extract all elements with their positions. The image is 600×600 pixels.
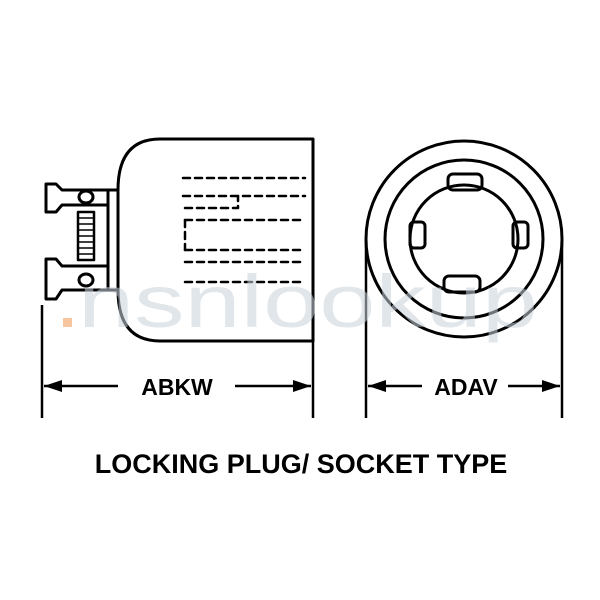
dimension-label-abkw: ABKW xyxy=(141,374,213,400)
socket-slot-left xyxy=(408,220,427,250)
plug-blade-bottom xyxy=(44,257,110,301)
post-threads xyxy=(77,217,95,255)
terminal-screw-bottom xyxy=(77,272,95,288)
socket-inner-ring xyxy=(383,158,545,320)
dimension-right xyxy=(364,239,564,418)
hidden-internal-lines xyxy=(181,176,307,284)
diagram-caption: LOCKING PLUG/ SOCKET TYPE xyxy=(95,449,508,479)
plug-blade-top xyxy=(44,182,110,214)
socket-slot-bottom xyxy=(442,274,482,294)
plug-side-view xyxy=(44,137,315,343)
watermark: nsnlookup xyxy=(63,260,538,343)
dimension-label-adav: ADAV xyxy=(434,374,498,400)
socket-slot-top xyxy=(446,172,484,192)
dimension-left xyxy=(40,305,315,418)
terminal-screw-top xyxy=(77,189,95,205)
socket-slot-right xyxy=(511,220,530,250)
watermark-text: nsnlookup xyxy=(78,260,538,343)
watermark-dot xyxy=(63,318,72,327)
plug-collar xyxy=(106,188,120,292)
